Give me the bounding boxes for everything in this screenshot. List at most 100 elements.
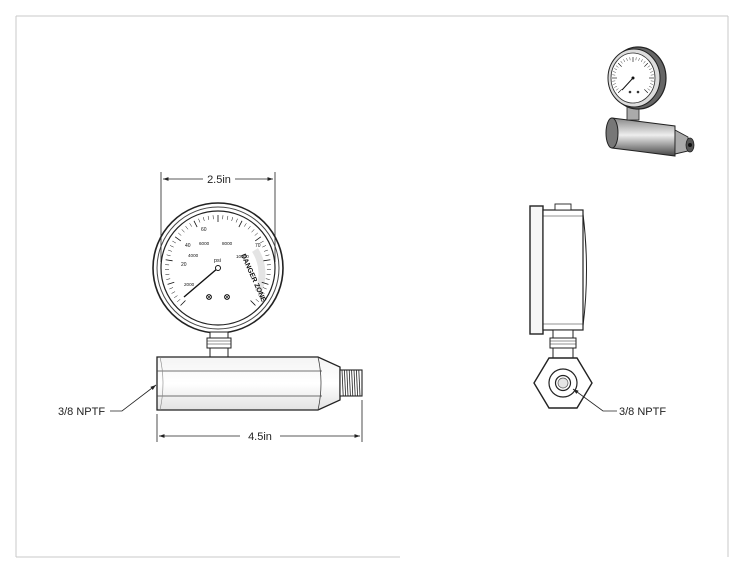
dimension-label-4-5in: 4.5in [248,431,272,443]
dial-tick [644,62,649,67]
dial-inner-scale: 2000 4000 6000 8000 10000 [184,241,249,287]
dial-tick [612,71,616,73]
dial-tick [166,254,171,257]
needle-hub [215,265,221,271]
dial-tick [255,299,259,302]
dial-tick [266,273,271,275]
gauge-needle [183,267,219,298]
callout-leader-side [572,388,617,412]
dial-tick [648,68,652,71]
side-stem [549,329,577,359]
dial-tick [615,88,619,91]
dial-tick [235,218,238,223]
thread-line [348,369,351,397]
side-hex-end [533,357,593,409]
dial-tick [177,299,181,302]
inner-scale-label: 4000 [188,253,199,258]
inner-scale-label: 6000 [199,241,210,246]
dial-tick [265,278,270,280]
dial-tick [262,245,267,248]
dial-tick [258,295,262,298]
dial-tick [617,89,622,94]
isometric-view [605,46,695,157]
inner-scale-label: 8000 [222,241,233,246]
dial-tick [647,88,651,91]
dial-tick [165,259,173,262]
dial-tick [174,295,178,298]
dial-tick [643,60,646,64]
dial-tick [648,85,652,88]
dial-tick [638,57,640,61]
dial-tick [261,281,269,285]
dial-tick [165,273,170,275]
gauge-side-profile [529,203,587,335]
dial-tick [264,249,268,252]
dial-tick [174,236,182,242]
iso-dial-ticks [612,57,654,94]
thread-line [353,369,356,397]
dial-tick [181,229,185,233]
hex-body [156,356,341,411]
outer-scale-label: 70 [255,243,261,249]
front-view: 20 40 60 70 2000 4000 6000 8000 10000 ps… [58,172,363,443]
dial-tick [247,225,251,230]
dial-tick [644,89,649,94]
dial-outer-scale: 20 40 60 70 [181,227,261,268]
thread-line [346,369,349,397]
dial-tick [185,225,189,230]
dial-tick [244,223,247,227]
thread-line [356,369,358,397]
dial-tick [250,300,256,306]
dial-tick [612,83,616,85]
dial-tick [615,65,619,68]
dial-tick [254,236,262,242]
dial-tick [172,240,176,244]
dial-tick [617,62,622,67]
dial-tick [166,278,171,280]
dial-tick [226,215,229,220]
dial-tick [614,68,618,71]
dial-tick [169,245,174,248]
dial-tick [178,232,182,236]
outer-scale-label: 40 [185,243,191,249]
dial-tick [207,215,210,220]
callout-leader-front [110,384,157,412]
dial-tick [620,60,623,64]
dial-tick [189,223,192,227]
thread-line [341,369,344,397]
inner-scale-label: 2000 [184,282,195,287]
gauge-stem [206,331,232,358]
outer-scale-label: 60 [201,227,207,233]
dial-tick [180,300,186,306]
thread-line [351,369,354,397]
dial-tick [202,217,205,222]
dial-tick [238,220,243,228]
inner-scale-label: 10000 [236,254,249,259]
dial-tick [263,259,271,262]
dimension-gauge-diameter [160,172,276,262]
dial-tick [650,71,654,73]
thread-line [358,369,361,397]
dial-tick [647,65,651,68]
dial-tick [198,218,201,223]
callout-front-port: 3/8 NPTF [58,406,105,418]
drawing-border [15,15,729,558]
thread-line [344,369,346,397]
dial-unit-label: psi [214,258,221,264]
dial-tick [640,59,643,63]
dial-tick [626,57,628,61]
dial-tick [169,287,174,290]
dial-tick [193,220,198,228]
dial-tick [265,254,270,257]
callout-side-port: 3/8 NPTF [619,406,666,418]
dial-tick [614,85,618,88]
dial-tick [650,83,654,85]
dial-tick [260,291,265,294]
dial-tick [251,229,255,233]
dial-tick [171,291,176,294]
dial-tick [167,281,175,285]
dial-tick [262,287,267,290]
dimension-label-2-5in: 2.5in [207,174,231,186]
threaded-outlet [339,369,363,397]
